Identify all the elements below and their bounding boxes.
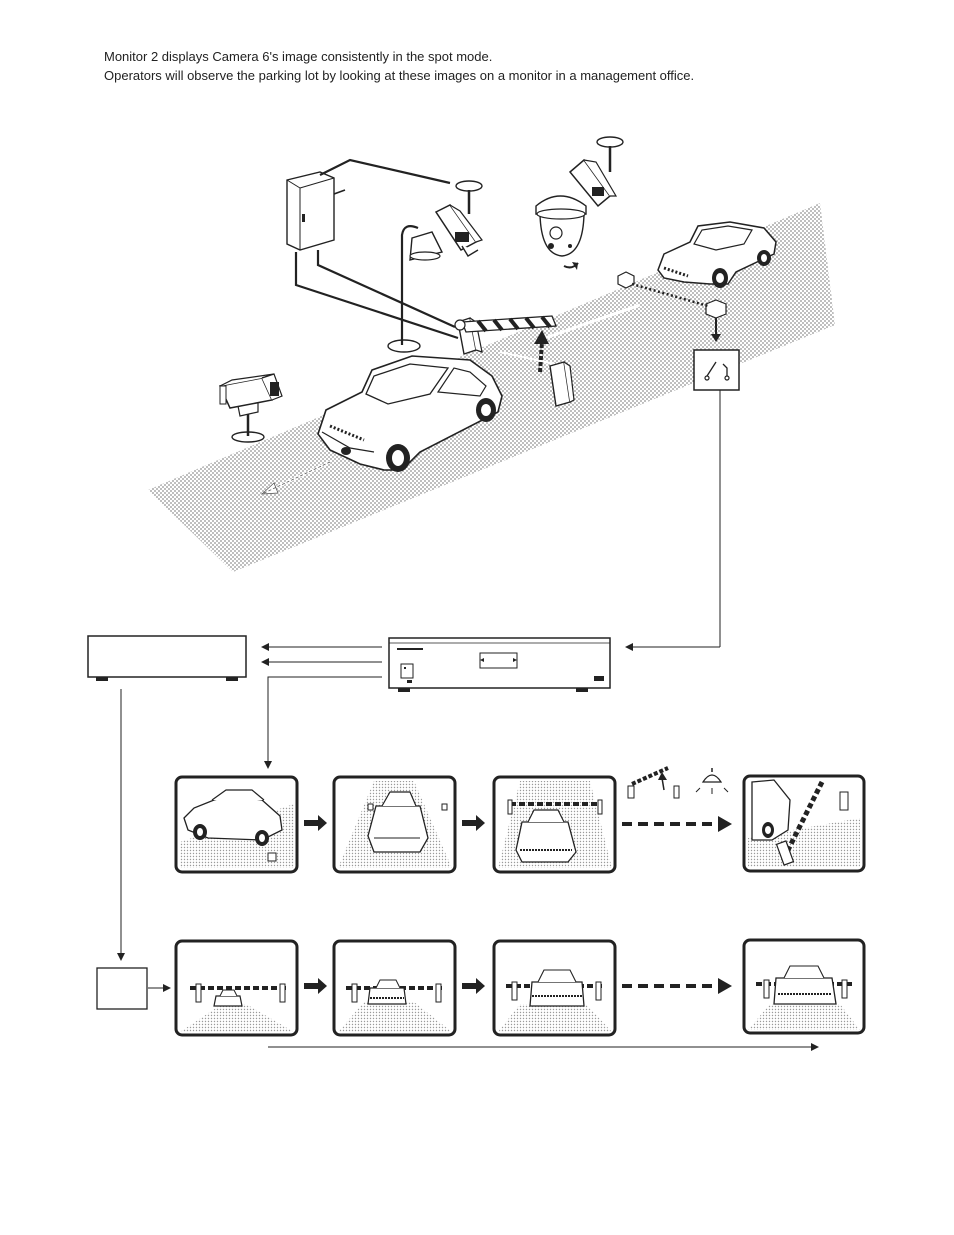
sensor-beam xyxy=(617,271,727,342)
bottom-row-arrows xyxy=(304,978,485,994)
intro-line-1: Monitor 2 displays Camera 6's image cons… xyxy=(104,49,493,64)
camera-ceiling-left xyxy=(434,180,483,257)
panel-bottom-1 xyxy=(174,939,299,1037)
panel-bottom-3 xyxy=(492,939,617,1037)
panel-top-4 xyxy=(742,774,866,873)
gate-barrier xyxy=(454,315,575,407)
control-box xyxy=(286,171,335,251)
intro-line-2: Operators will observe the parking lot b… xyxy=(104,67,695,83)
car-front xyxy=(317,355,503,472)
controller-unit xyxy=(388,637,611,692)
connectors xyxy=(117,643,819,1051)
top-row-arrows xyxy=(304,815,485,831)
dome-camera xyxy=(535,195,587,270)
monitor-box xyxy=(87,635,247,681)
intro-text: Monitor 2 displays Camera 6's image cons… xyxy=(104,48,904,85)
panel-bottom-4 xyxy=(742,938,866,1035)
dashed-arrow-top xyxy=(622,816,732,832)
dashed-arrow-bottom xyxy=(622,978,732,994)
panel-top-1 xyxy=(174,775,299,874)
camera-ceiling-right xyxy=(568,136,624,208)
switch-box xyxy=(693,349,740,647)
car-back xyxy=(657,221,777,288)
gate-lamp-icons xyxy=(627,766,729,799)
panel-top-3 xyxy=(492,775,617,874)
panel-top-2 xyxy=(332,775,457,874)
small-box xyxy=(96,967,148,1010)
camera-stand-left xyxy=(218,373,283,443)
lamp-post xyxy=(387,225,444,353)
cables xyxy=(294,158,459,340)
direction-arrow xyxy=(260,460,331,496)
panel-bottom-2 xyxy=(332,939,457,1037)
